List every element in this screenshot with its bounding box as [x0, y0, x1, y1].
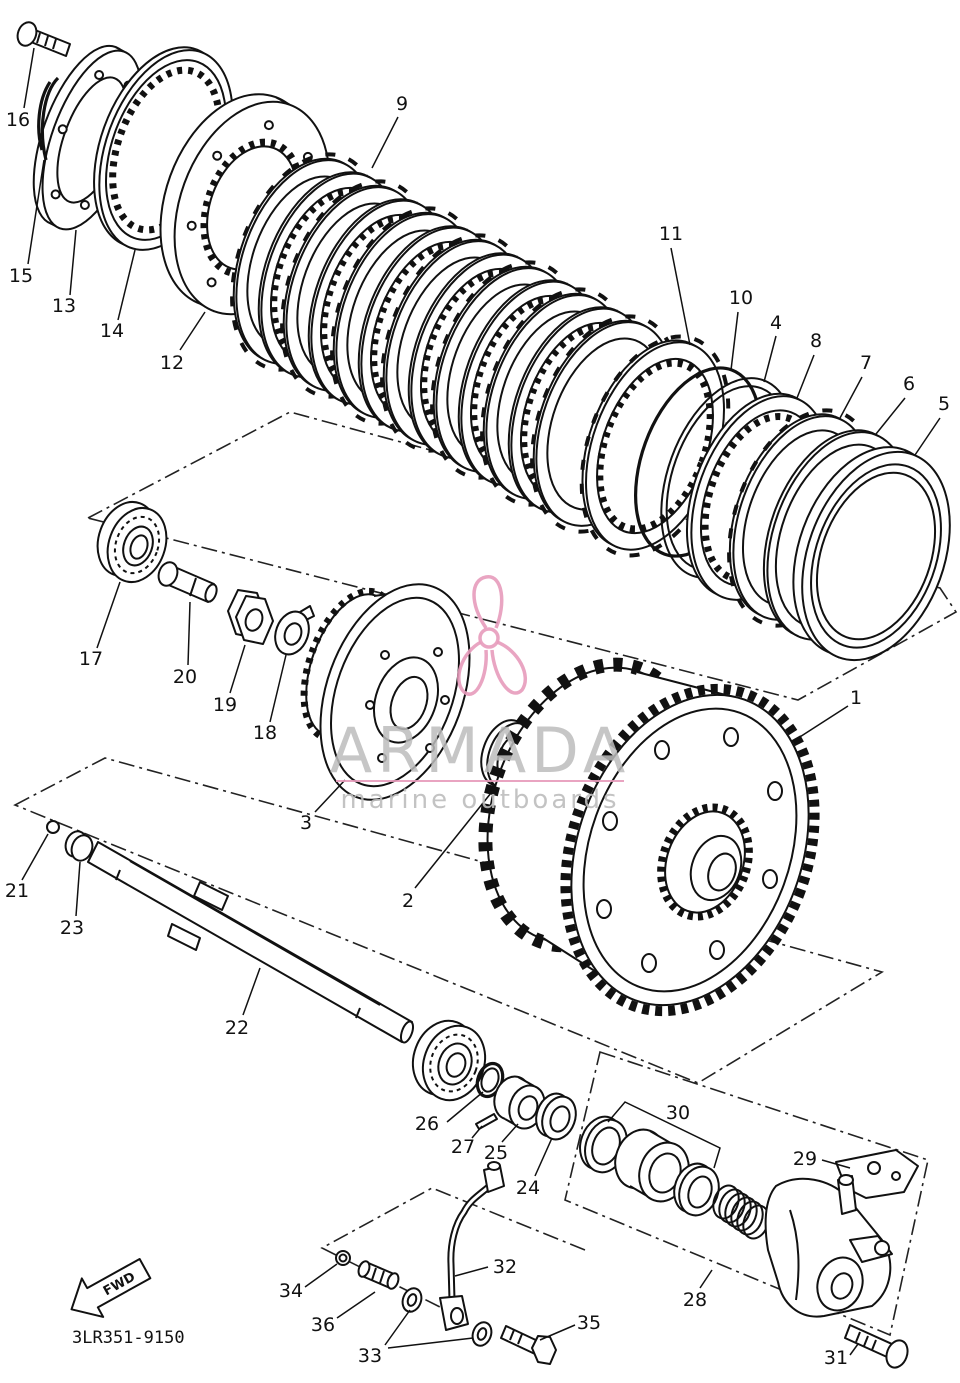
callout-1: 1 [850, 687, 862, 709]
part-35-union-bolt [500, 1325, 557, 1365]
callout-23: 23 [60, 917, 84, 939]
part-27-pin [475, 1113, 498, 1130]
part-3-clutch-boss [300, 583, 471, 801]
part-5-ring-inner-2 [815, 471, 937, 641]
callout-32: 32 [493, 1256, 517, 1278]
watermark: ARMADA marine outboards [330, 575, 630, 815]
callout-11: 11 [659, 223, 683, 245]
callout-36: 36 [311, 1314, 335, 1336]
part-13-pressure-plate-hole [50, 189, 61, 200]
part-1-clutch-housing [478, 657, 820, 1017]
callout-5: 5 [938, 393, 950, 415]
callout-15: 15 [9, 265, 33, 287]
callout-20: 20 [173, 666, 197, 688]
part-16-bolt [16, 21, 71, 57]
callout-35: 35 [577, 1312, 601, 1334]
forward-arrow-icon: FWD [70, 1257, 152, 1318]
part-5-ring [792, 446, 951, 662]
part-5-ring-face [801, 450, 951, 662]
callout-14: 14 [100, 320, 124, 342]
part-19-nut [227, 589, 274, 645]
part-13-pressure-plate-hole [79, 200, 90, 210]
part-20-stud [157, 561, 218, 603]
part-34-o-ring [335, 1250, 351, 1266]
part-23-push-rod-end [64, 830, 94, 862]
callout-9: 9 [396, 93, 408, 115]
watermark-brand: ARMADA [330, 714, 630, 787]
part-31-bolt [844, 1324, 909, 1369]
callout-24: 24 [516, 1177, 540, 1199]
part-12-clutch-boss-hole [212, 150, 223, 161]
group-outline-release-cylinder [564, 1050, 929, 1337]
callout-17: 17 [79, 648, 103, 670]
callout-19: 19 [213, 694, 237, 716]
group-outline-clutch-pack [85, 411, 958, 701]
release-cylinder-body [764, 1174, 893, 1318]
part-36-bleed-screw [357, 1260, 400, 1290]
part-13-pressure-plate [32, 44, 143, 231]
callout-29: 29 [793, 1148, 817, 1170]
watermark-propeller-logo [457, 575, 528, 696]
part-24-seal [535, 1092, 577, 1141]
callout-4: 4 [770, 312, 782, 334]
callout-16: 16 [6, 109, 30, 131]
part-12-clutch-boss-hole [263, 120, 274, 131]
part-12-clutch-boss-hole [206, 277, 217, 288]
callout-30: 30 [666, 1102, 690, 1124]
callout-25: 25 [484, 1142, 508, 1164]
callout-3: 3 [300, 812, 312, 834]
callout-28: 28 [683, 1289, 707, 1311]
callout-10: 10 [729, 287, 753, 309]
clutch-pack-stack [32, 44, 951, 662]
part-13-pressure-plate-hole [94, 70, 105, 80]
part-29-bracket [835, 1149, 919, 1199]
part-18-lock-washer [274, 605, 315, 656]
part-15-circlip [37, 76, 60, 161]
callout-34: 34 [279, 1280, 303, 1302]
leader-lines [21, 47, 941, 1356]
part-17-bearing [96, 501, 168, 583]
callout-7: 7 [860, 352, 872, 374]
callout-18: 18 [253, 722, 277, 744]
callout-27: 27 [451, 1136, 475, 1158]
callout-2: 2 [402, 890, 414, 912]
callout-6: 6 [903, 373, 915, 395]
part-13-pressure-plate-hole [57, 124, 68, 135]
part-12-clutch-boss-hole [186, 220, 197, 231]
callouts: 1 2 3 4 5 6 7 8 9 10 11 12 13 14 15 16 1… [5, 93, 950, 1369]
callout-12: 12 [160, 352, 184, 374]
callout-21: 21 [5, 880, 29, 902]
part-5-ring-inner [810, 463, 942, 649]
release-spring [712, 1184, 770, 1240]
callout-33: 33 [358, 1345, 382, 1367]
callout-26: 26 [415, 1113, 439, 1135]
callout-13: 13 [52, 295, 76, 317]
part-22-push-rod [87, 841, 415, 1044]
part-32-pipe [439, 1161, 505, 1331]
callout-8: 8 [810, 330, 822, 352]
push-rod-bearing [411, 1019, 487, 1102]
part-33-washers [401, 1287, 493, 1347]
part-30-cylinder-kit [579, 1115, 720, 1217]
callout-22: 22 [225, 1017, 249, 1039]
diagram-code: 3LR351-9150 [72, 1328, 185, 1348]
group-outline-push-rod [13, 757, 885, 1084]
part-21-ball [46, 820, 60, 834]
callout-31: 31 [824, 1347, 848, 1369]
watermark-tagline: marine outboards [340, 785, 619, 815]
